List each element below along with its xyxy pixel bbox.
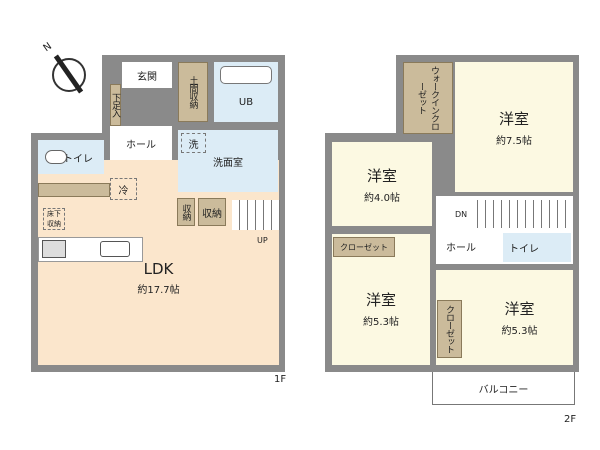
room-5-3-left-size: 約5.3帖 xyxy=(363,317,399,328)
room-7-5-label: 洋室 xyxy=(498,109,529,128)
floor1-label: 1F xyxy=(274,374,287,385)
toilet-1f-label: トイレ xyxy=(63,153,93,165)
washroom-label: 洗面室 xyxy=(213,157,243,169)
wash-label: 洗 xyxy=(188,139,199,151)
geta-storage: 下足入 xyxy=(110,84,121,126)
room-7-5: 洋室約7.5帖 xyxy=(455,62,573,192)
ldk-label: LDK xyxy=(143,259,174,278)
bathtub-icon xyxy=(220,66,272,84)
hall-1f-label: ホール xyxy=(126,139,156,151)
ldk: LDK 約17.7帖 xyxy=(38,160,279,365)
kitchen-back-counter xyxy=(38,183,110,197)
room-5-3-right-label: 洋室 xyxy=(504,300,535,318)
floor2-label: 2F xyxy=(564,414,577,425)
geta-label: 下足入 xyxy=(110,93,120,117)
wic-label: ウォークインクローゼット xyxy=(416,66,439,130)
stairs-1f xyxy=(232,200,280,230)
room-4-0-label: 洋室 xyxy=(366,166,397,185)
underfloor-label: 床下収納 xyxy=(47,210,61,228)
toilet-2f: トイレ xyxy=(503,233,571,262)
room-4-0: 洋室約4.0帖 xyxy=(332,142,432,226)
closet-left: クローゼット xyxy=(333,237,395,257)
sink-icon xyxy=(100,241,130,257)
toilet-icon xyxy=(45,150,67,164)
dn-label: DN xyxy=(455,210,468,219)
stairs-2f xyxy=(470,200,573,228)
balcony: バルコニー xyxy=(432,372,575,405)
room-5-3-left-label: 洋室 xyxy=(365,291,396,309)
stove-icon xyxy=(42,240,66,258)
compass-north-label: N xyxy=(41,40,54,55)
hall-2f: ホール xyxy=(436,235,486,257)
underfloor-storage: 床下収納 xyxy=(43,208,65,230)
storage-1-label: 収納 xyxy=(180,204,191,220)
genkan-label: 玄関 xyxy=(137,71,157,83)
fridge-label: 冷 xyxy=(118,185,129,197)
room-5-3-right-size: 約5.3帖 xyxy=(501,326,538,337)
walk-in-closet: ウォークインクローゼット xyxy=(403,62,453,134)
storage-1: 収納 xyxy=(177,198,195,226)
washing-machine-space: 洗 xyxy=(181,133,206,153)
room-4-0-size: 約4.0帖 xyxy=(364,192,400,204)
closet-right-label: クローゼット xyxy=(444,305,454,353)
ldk-size: 約17.7帖 xyxy=(137,284,180,296)
toilet-2f-label: トイレ xyxy=(509,244,539,255)
compass xyxy=(52,58,86,92)
floor2-right-divider xyxy=(436,264,573,270)
washroom: 洗面室 xyxy=(178,130,278,192)
closet-right: クローゼット xyxy=(437,300,462,358)
balcony-label: バルコニー xyxy=(478,384,529,396)
storage-2: 収納 xyxy=(198,198,226,226)
hall-1f: ホール xyxy=(110,126,172,160)
closet-left-label: クローゼット xyxy=(340,242,388,252)
genkan: 玄関 xyxy=(122,62,172,88)
fridge-space: 冷 xyxy=(110,178,137,200)
floor2-hall-divider xyxy=(332,226,436,234)
hall-2f-label: ホール xyxy=(446,242,476,254)
storage-2-label: 収納 xyxy=(202,208,222,220)
ub-label: UB xyxy=(238,96,254,108)
room-7-5-size: 約7.5帖 xyxy=(496,135,532,147)
doma-label: 土間収納 xyxy=(187,76,198,108)
up-label: UP xyxy=(257,236,268,245)
doma-storage: 土間収納 xyxy=(178,62,208,122)
